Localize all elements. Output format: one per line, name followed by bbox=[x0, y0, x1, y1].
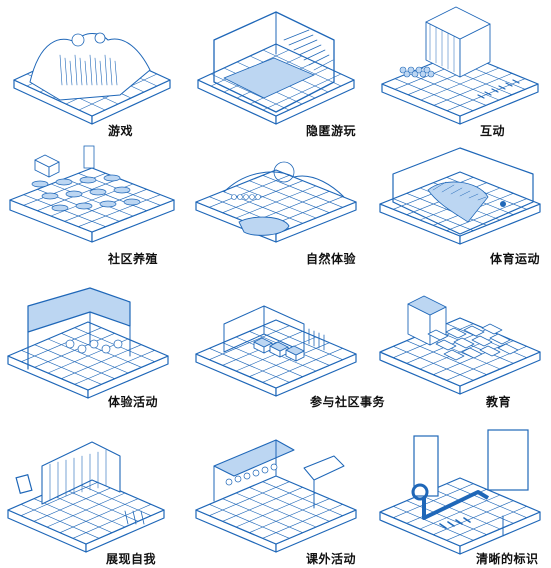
community-affairs-icon bbox=[195, 305, 357, 397]
clear-signage-icon bbox=[379, 429, 541, 555]
panel-clear-signage: 清晰的标识 bbox=[368, 426, 551, 568]
panel-experience-activity: 体验活动 bbox=[0, 284, 184, 426]
panel-label-extracurricular: 课外活动 bbox=[306, 552, 357, 566]
panel-sports: 体育运动 bbox=[368, 142, 551, 284]
panel-community-affairs: 参与社区事务 bbox=[184, 284, 385, 426]
panel-nature-experience: 自然体验 bbox=[184, 142, 368, 284]
panel-interaction: 互动 bbox=[368, 0, 551, 142]
community-farming-icon bbox=[9, 145, 175, 243]
panel-extracurricular: 课外活动 bbox=[184, 426, 368, 568]
panel-education: 教育 bbox=[368, 284, 551, 426]
panel-label-self-expression: 展现自我 bbox=[106, 552, 157, 566]
panel-label-education: 教育 bbox=[486, 395, 512, 409]
panel-label-experience-activity: 体验活动 bbox=[108, 395, 159, 409]
panel-label-nature-experience: 自然体验 bbox=[306, 252, 357, 266]
panel-label-community-farming: 社区养殖 bbox=[108, 252, 159, 266]
sports-court-icon bbox=[379, 147, 541, 245]
experience-canopy-icon bbox=[7, 287, 169, 399]
panel-label-hidden-play: 隐匿游玩 bbox=[306, 124, 357, 138]
panel-label-clear-signage: 清晰的标识 bbox=[476, 552, 539, 566]
hidden-room-stairs-icon bbox=[197, 11, 355, 125]
panel-label-sports: 体育运动 bbox=[490, 252, 541, 266]
interactive-pavilion-icon bbox=[381, 6, 539, 125]
panel-label-play: 游戏 bbox=[108, 124, 134, 138]
panel-play: 游戏 bbox=[0, 0, 184, 142]
playground-mound-icon bbox=[13, 32, 171, 125]
self-expression-stage-icon bbox=[7, 441, 165, 553]
panel-label-community-affairs: 参与社区事务 bbox=[310, 395, 386, 409]
panel-label-interaction: 互动 bbox=[480, 124, 506, 138]
nature-landscape-icon bbox=[195, 161, 357, 243]
education-seating-icon bbox=[379, 295, 541, 395]
extracurricular-market-icon bbox=[195, 439, 357, 553]
panel-self-expression: 展现自我 bbox=[0, 426, 184, 568]
panel-hidden-play: 隐匿游玩 bbox=[184, 0, 368, 142]
panel-community-farming: 社区养殖 bbox=[0, 142, 184, 284]
